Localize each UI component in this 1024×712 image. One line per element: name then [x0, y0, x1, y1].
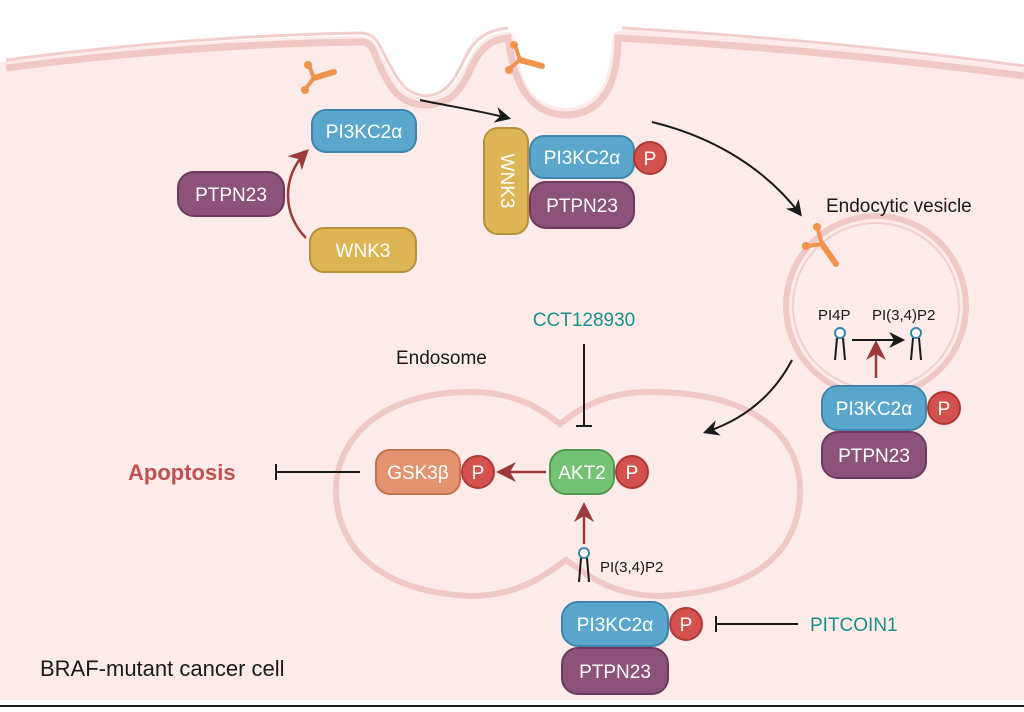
akt2-label: AKT2 [558, 463, 606, 484]
activation-arrow [286, 149, 309, 239]
phospho-group: P [461, 455, 495, 489]
ptpn23-label: PTPN23 [546, 196, 618, 217]
plasma-membrane [5, 34, 1024, 119]
pi3kc2a-protein: PI3KC2α [311, 109, 417, 153]
inhibition-bar-icon [715, 616, 798, 632]
phospho-group: P [633, 141, 667, 175]
phospho-group: P [669, 607, 703, 641]
pi3kc2a-label: PI3KC2α [836, 399, 912, 420]
ligand-receptor-icon [505, 41, 545, 74]
plasma-membrane-outer [5, 26, 1024, 98]
inhibition-bar-icon [576, 344, 592, 427]
phospho-group: P [927, 391, 961, 425]
gsk3b-label: GSK3β [387, 463, 449, 484]
wnk3-protein: WNK3 [309, 227, 417, 273]
pi3kc2a-label: PI3KC2α [544, 148, 620, 169]
svg-text:P: P [938, 399, 951, 420]
pi4p-label: PI4P [818, 307, 851, 324]
ptpn23-label: PTPN23 [579, 662, 651, 683]
wnk3-label: WNK3 [336, 241, 391, 262]
wnk3-label: WNK3 [496, 154, 517, 209]
ptpn23-label: PTPN23 [838, 446, 910, 467]
pi3kc2a-protein-complex: PI3KC2α [529, 135, 635, 179]
cct128930-label: CCT128930 [533, 310, 635, 331]
pitcoin1-label: PITCOIN1 [810, 615, 898, 636]
svg-text:P: P [626, 463, 639, 484]
phospholipid-icon [578, 547, 590, 583]
ptpn23-label: PTPN23 [195, 185, 267, 206]
pi34p2-label: PI(3,4)P2 [600, 559, 663, 576]
apoptosis-label: Apoptosis [128, 460, 236, 485]
svg-text:P: P [644, 149, 657, 170]
ptpn23-protein-vesicle: PTPN23 [821, 431, 927, 479]
akt2-protein: AKT2 [549, 449, 615, 495]
pi3kc2a-protein-bottom: PI3KC2α [561, 601, 669, 647]
svg-text:P: P [472, 463, 485, 484]
ptpn23-protein-bottom: PTPN23 [561, 647, 669, 695]
endosome-label: Endosome [396, 348, 487, 369]
ligand-receptor-icon [301, 61, 337, 94]
ptpn23-protein: PTPN23 [177, 171, 285, 217]
phospholipid-icon [910, 327, 922, 361]
pi3kc2a-label: PI3KC2α [326, 122, 402, 143]
pi34p2-label: PI(3,4)P2 [872, 307, 935, 324]
arrow-icon [702, 359, 793, 436]
svg-text:P: P [680, 615, 693, 636]
pi3kc2a-label: PI3KC2α [577, 615, 653, 636]
gsk3b-protein: GSK3β [375, 449, 461, 495]
wnk3-protein-complex: WNK3 [483, 127, 529, 235]
arrow-icon [651, 121, 802, 217]
endocytic-vesicle-label: Endocytic vesicle [826, 196, 972, 217]
phospholipid-icon [834, 327, 846, 361]
inhibition-bar-icon [275, 464, 360, 480]
phospho-group: P [615, 455, 649, 489]
pi3kc2a-protein-vesicle: PI3KC2α [821, 385, 927, 431]
arrow-icon [419, 99, 512, 123]
cell-label: BRAF-mutant cancer cell [40, 656, 285, 681]
ptpn23-protein-complex: PTPN23 [529, 181, 635, 229]
ligand-receptor-icon [802, 223, 839, 267]
